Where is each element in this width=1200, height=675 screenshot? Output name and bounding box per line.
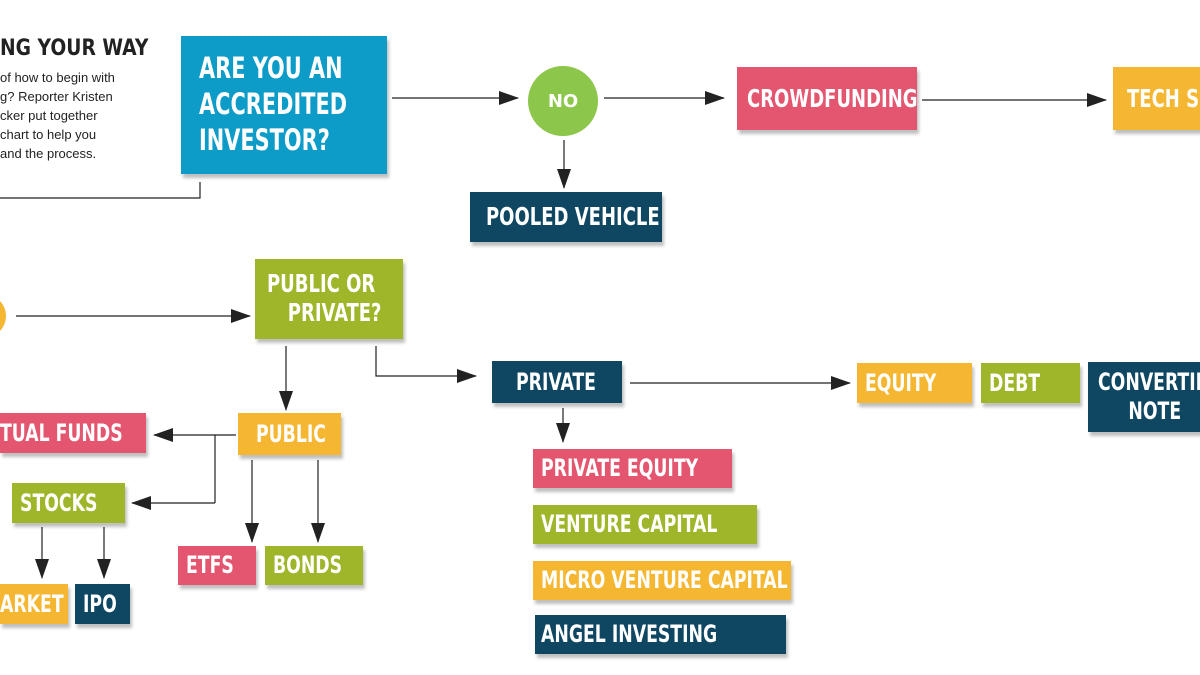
mutual-funds-node: TUAL FUNDS bbox=[0, 413, 146, 453]
private-equity-node: PRIVATE EQUITY bbox=[533, 449, 732, 488]
intro-line: g? Reporter Kristen bbox=[0, 89, 113, 104]
intro-line: cker put together bbox=[0, 108, 98, 123]
public-or-private-node: PUBLIC OR PRIVATE? bbox=[255, 259, 403, 339]
arrow-pp-to-private bbox=[375, 346, 477, 383]
market-node: ARKET bbox=[0, 584, 68, 624]
convertible-note-node: CONVERTIB NOTE bbox=[1088, 362, 1200, 432]
etfs-node: ETFS bbox=[178, 546, 256, 585]
cn-line: CONVERTIB bbox=[1098, 368, 1200, 396]
bonds-node: BONDS bbox=[265, 546, 363, 585]
private-node: PRIVATE bbox=[492, 361, 622, 403]
ipo-node: IPO bbox=[75, 584, 130, 624]
pp-line: PRIVATE? bbox=[287, 298, 382, 327]
yes-circle bbox=[0, 290, 6, 342]
debt-node: DEBT bbox=[981, 363, 1080, 403]
no-label: NO bbox=[547, 90, 579, 112]
pp-line: PUBLIC OR bbox=[267, 269, 376, 298]
public-node: PUBLIC bbox=[238, 413, 341, 455]
intro-connector bbox=[0, 182, 201, 199]
intro-title: NG YOUR WAY bbox=[0, 36, 149, 61]
arrow-public-branch bbox=[214, 434, 236, 503]
intro-line: chart to help you bbox=[0, 127, 97, 142]
accredited-investor-node: ARE YOU AN ACCREDITED INVESTOR? bbox=[181, 36, 387, 174]
no-circle: NO bbox=[528, 66, 598, 136]
angel-investing-node: ANGEL INVESTING bbox=[535, 615, 786, 654]
intro-text: of how to begin with g? Reporter Kristen… bbox=[0, 68, 160, 163]
cn-line: NOTE bbox=[1128, 397, 1182, 425]
equity-node: EQUITY bbox=[857, 363, 972, 403]
venture-capital-node: VENTURE CAPITAL bbox=[533, 505, 757, 544]
intro-line: of how to begin with bbox=[0, 70, 115, 85]
accredited-line: INVESTOR? bbox=[199, 123, 330, 157]
crowdfunding-node: CROWDFUNDING bbox=[737, 67, 918, 130]
micro-venture-capital-node: MICRO VENTURE CAPITAL bbox=[533, 561, 791, 600]
accredited-line: ARE YOU AN bbox=[199, 51, 343, 85]
stocks-node: STOCKS bbox=[12, 483, 125, 523]
pooled-vehicle-node: POOLED VEHICLE bbox=[470, 192, 662, 242]
intro-line: and the process. bbox=[0, 146, 97, 161]
accredited-line: ACCREDITED bbox=[199, 87, 348, 121]
tech-sites-node: TECH SI bbox=[1113, 67, 1200, 130]
